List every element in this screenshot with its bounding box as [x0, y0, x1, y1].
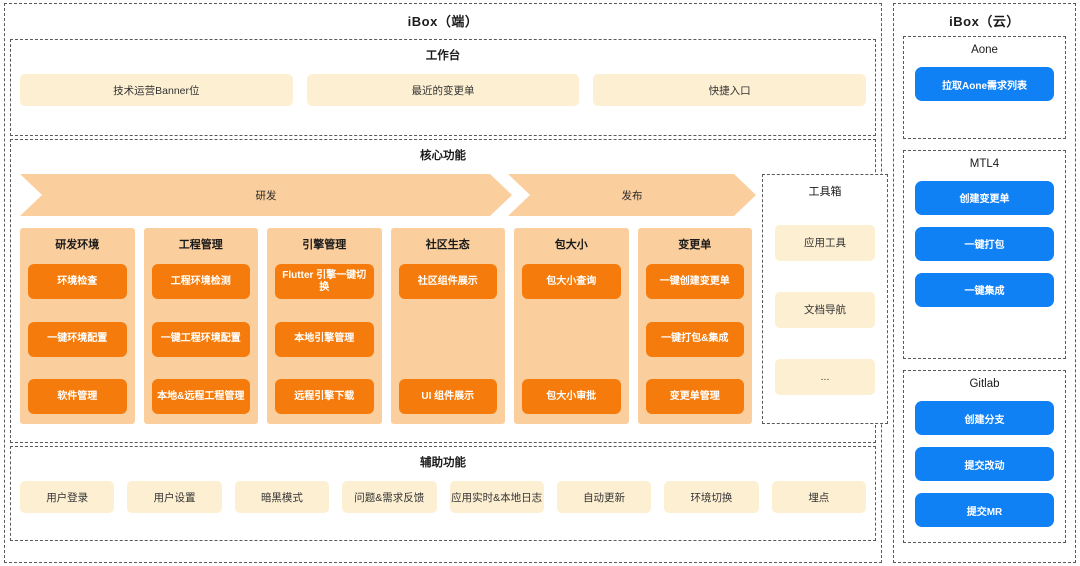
cloud-group-buttons: 创建分支 提交改动 提交MR	[915, 401, 1054, 528]
core-column-community: 社区生态 社区组件展示 UI 组件展示	[390, 228, 505, 424]
pipeline-arrow-dev: 研发	[20, 174, 512, 216]
core-button-env-config[interactable]: 一键环境配置	[28, 321, 127, 357]
toolbox-items: 应用工具 文档导航 ...	[775, 209, 875, 411]
core-button-package-size-approval[interactable]: 包大小审批	[522, 379, 621, 414]
aux-item-env-switch[interactable]: 环境切换	[664, 481, 759, 513]
cloud-button-submit-mr[interactable]: 提交MR	[915, 493, 1054, 528]
workbench-item-quick-entry[interactable]: 快捷入口	[593, 74, 867, 106]
toolbox-item-app-tools[interactable]: 应用工具	[775, 224, 875, 261]
cloud-group-title: Gitlab	[969, 378, 1000, 391]
workbench-section: 工作台 技术运营Banner位 最近的变更单 快捷入口	[10, 39, 876, 136]
cloud-button-fetch-aone-requirements[interactable]: 拉取Aone需求列表	[915, 67, 1054, 101]
core-button-flutter-engine-switch[interactable]: Flutter 引擎一键切换	[275, 264, 374, 299]
toolbox-item-more[interactable]: ...	[775, 359, 875, 396]
core-column-title: 变更单	[678, 239, 712, 251]
core-button-env-check[interactable]: 环境检查	[28, 264, 127, 299]
workbench-items: 技术运营Banner位 最近的变更单 快捷入口	[20, 74, 867, 106]
core-button-ui-components[interactable]: UI 组件展示	[398, 379, 497, 414]
aux-item-dark-mode[interactable]: 暗黑模式	[234, 481, 330, 513]
core-column-title: 社区生态	[425, 239, 470, 251]
core-button-package-and-integrate[interactable]: 一键打包&集成	[645, 321, 744, 357]
core-button-software-mgmt[interactable]: 软件管理	[28, 379, 127, 414]
cloud-group-buttons: 创建变更单 一键打包 一键集成	[915, 180, 1054, 307]
cloud-button-create-change-order[interactable]: 创建变更单	[915, 180, 1054, 215]
core-column-items: 环境检查 一键环境配置 软件管理	[28, 264, 127, 414]
core-column-engine-mgmt: 引擎管理 Flutter 引擎一键切换 本地引擎管理 远程引擎下载	[267, 228, 382, 424]
auxiliary-items: 用户登录 用户设置 暗黑模式 问题&需求反馈 应用实时&本地日志 自动更新 环境…	[20, 481, 866, 513]
core-column-dev-env: 研发环境 环境检查 一键环境配置 软件管理	[20, 228, 135, 424]
core-functions-title: 核心功能	[420, 150, 466, 162]
core-button-create-change-order[interactable]: 一键创建变更单	[645, 264, 744, 299]
core-button-change-order-mgmt[interactable]: 变更单管理	[645, 379, 744, 414]
workbench-title: 工作台	[425, 50, 461, 62]
core-functions-section: 核心功能 研发 发布 研发环境 环境检查 一键环境配置 软件管理	[10, 139, 888, 443]
core-column-items: 工程环境检测 一键工程环境配置 本地&远程工程管理	[151, 264, 250, 414]
core-column-title: 研发环境	[55, 239, 100, 251]
pipeline-arrow-release: 发布	[508, 174, 756, 216]
cloud-group-buttons: 拉取Aone需求列表	[915, 67, 1054, 101]
ibox-cloud-title: iBox（云）	[949, 14, 1020, 29]
core-button-package-size-query[interactable]: 包大小查询	[522, 264, 621, 299]
auxiliary-functions-title: 辅助功能	[420, 457, 466, 469]
core-column-project-mgmt: 工程管理 工程环境检测 一键工程环境配置 本地&远程工程管理	[143, 228, 258, 424]
core-column-title: 包大小	[554, 239, 588, 251]
cloud-group-title: MTL4	[969, 157, 1000, 170]
cloud-button-create-branch[interactable]: 创建分支	[915, 401, 1054, 436]
core-column-title: 引擎管理	[302, 239, 347, 251]
core-column-items: Flutter 引擎一键切换 本地引擎管理 远程引擎下载	[275, 264, 374, 414]
core-button-community-components[interactable]: 社区组件展示	[398, 264, 497, 299]
toolbox-item-doc-nav[interactable]: 文档导航	[775, 291, 875, 328]
aux-item-user-login[interactable]: 用户登录	[20, 481, 115, 513]
aux-item-tracking[interactable]: 埋点	[771, 481, 866, 513]
aux-item-user-settings[interactable]: 用户设置	[127, 481, 222, 513]
toolbox-section: 工具箱 应用工具 文档导航 ...	[762, 174, 888, 424]
cloud-button-commit-changes[interactable]: 提交改动	[915, 447, 1054, 482]
ibox-client-title: iBox（端）	[407, 14, 479, 29]
core-button-local-engine-mgmt[interactable]: 本地引擎管理	[275, 321, 374, 357]
core-button-local-remote-project[interactable]: 本地&远程工程管理	[151, 379, 250, 414]
core-column-title: 工程管理	[178, 239, 223, 251]
cloud-group-gitlab: Gitlab 创建分支 提交改动 提交MR	[903, 370, 1066, 543]
cloud-button-one-click-integrate[interactable]: 一键集成	[915, 272, 1054, 307]
core-column-package-size: 包大小 包大小查询 包大小审批	[514, 228, 629, 424]
aux-item-auto-update[interactable]: 自动更新	[556, 481, 652, 513]
core-columns: 研发环境 环境检查 一键环境配置 软件管理 工程管理 工程环境检测	[20, 228, 752, 424]
workbench-item-recent-changes[interactable]: 最近的变更单	[306, 74, 580, 106]
workbench-item-banner[interactable]: 技术运营Banner位	[20, 74, 293, 106]
core-button-project-env-check[interactable]: 工程环境检测	[151, 264, 250, 299]
auxiliary-functions-section: 辅助功能 用户登录 用户设置 暗黑模式 问题&需求反馈 应用实时&本地日志 自动…	[10, 446, 876, 541]
cloud-button-one-click-package[interactable]: 一键打包	[915, 226, 1054, 261]
core-column-items: 一键创建变更单 一键打包&集成 变更单管理	[645, 264, 744, 414]
toolbox-title: 工具箱	[808, 186, 842, 198]
core-pipeline: 研发 发布 研发环境 环境检查 一键环境配置 软件管理	[20, 174, 752, 424]
ibox-cloud-panel: iBox（云） Aone 拉取Aone需求列表 MTL4 创建变更单 一键打包 …	[893, 3, 1076, 563]
core-functions-body: 研发 发布 研发环境 环境检查 一键环境配置 软件管理	[20, 174, 888, 424]
aux-item-feedback[interactable]: 问题&需求反馈	[342, 481, 437, 513]
ibox-client-panel: iBox（端） 工作台 技术运营Banner位 最近的变更单 快捷入口 核心功能…	[4, 3, 888, 563]
core-button-remote-engine-download[interactable]: 远程引擎下载	[275, 379, 374, 414]
cloud-group-title: Aone	[971, 44, 998, 56]
aux-item-logs[interactable]: 应用实时&本地日志	[449, 481, 544, 513]
cloud-group-aone: Aone 拉取Aone需求列表	[903, 36, 1066, 139]
cloud-group-mtl4: MTL4 创建变更单 一键打包 一键集成	[903, 149, 1066, 360]
core-column-items: 包大小查询 包大小审批	[522, 264, 621, 414]
core-column-items: 社区组件展示 UI 组件展示	[398, 264, 497, 414]
pipeline-arrows: 研发 发布	[20, 174, 752, 216]
core-column-change-order: 变更单 一键创建变更单 一键打包&集成 变更单管理	[637, 228, 752, 424]
core-button-project-env-config[interactable]: 一键工程环境配置	[151, 321, 250, 357]
